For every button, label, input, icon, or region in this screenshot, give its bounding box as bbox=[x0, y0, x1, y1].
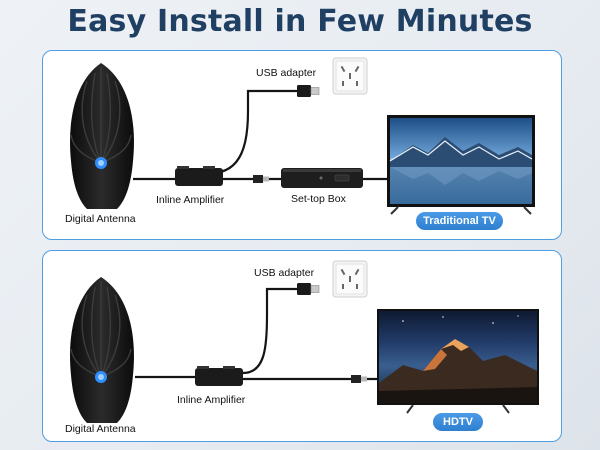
digital-antenna-icon bbox=[70, 63, 134, 209]
hdtv-panel: USB adapter Digital Antenna Inline Ampli… bbox=[42, 250, 562, 442]
digital-antenna-label: Digital Antenna bbox=[65, 423, 136, 435]
coax-cable bbox=[135, 287, 381, 381]
coax-plug-icon bbox=[253, 175, 269, 183]
set-top-box-icon bbox=[281, 168, 363, 188]
set-top-box-label: Set-top Box bbox=[291, 193, 346, 205]
hdtv-diagram bbox=[70, 260, 539, 423]
tv-icon bbox=[387, 115, 535, 215]
digital-antenna-label: Digital Antenna bbox=[65, 213, 136, 225]
inline-amplifier-icon bbox=[195, 366, 243, 386]
usb-plug-icon bbox=[297, 283, 320, 295]
wall-outlet-icon bbox=[332, 260, 368, 298]
inline-amplifier-label: Inline Amplifier bbox=[177, 394, 246, 406]
usb-plug-icon bbox=[297, 85, 320, 97]
traditional-tv-diagram bbox=[70, 57, 535, 215]
traditional-tv-panel: USB adapter Digital Antenna Inline Ampli… bbox=[42, 50, 562, 240]
inline-amplifier-icon bbox=[175, 166, 223, 186]
wall-outlet-icon bbox=[332, 57, 368, 95]
traditional-tv-badge: Traditional TV bbox=[416, 212, 503, 230]
coax-cable bbox=[133, 89, 389, 181]
inline-amplifier-label: Inline Amplifier bbox=[156, 194, 225, 206]
digital-antenna-icon bbox=[70, 277, 134, 423]
hdtv-badge: HDTV bbox=[433, 413, 483, 431]
tv-icon bbox=[377, 309, 539, 414]
page-title: Easy Install in Few Minutes bbox=[67, 4, 533, 39]
usb-adapter-label: USB adapter bbox=[256, 67, 317, 79]
coax-plug-icon bbox=[351, 375, 367, 383]
usb-adapter-label: USB adapter bbox=[254, 267, 315, 279]
